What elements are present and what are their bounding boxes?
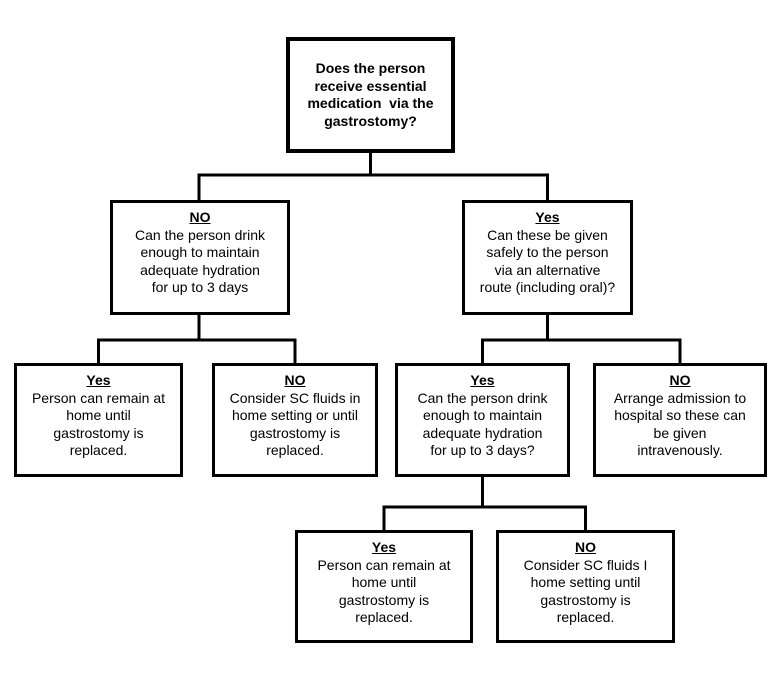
- node-no-sc-fluids-home-2: NO Consider SC fluids I home setting unt…: [496, 530, 675, 643]
- node-no-hydration-question-label: NO: [189, 209, 211, 225]
- node-yes-remain-home-2-text: Person can remain at home until gastrost…: [317, 556, 451, 626]
- node-root-medication-question: Does the person receive essential medica…: [286, 37, 455, 153]
- node-yes-remain-home-2: Yes Person can remain at home until gast…: [295, 530, 473, 643]
- node-yes-remain-home-2-label: Yes: [371, 539, 397, 555]
- connector-root-to-level2: [197, 150, 549, 200]
- connector-no-branch: [97, 313, 297, 363]
- node-yes-alternative-route-question: Yes Can these be given safely to the per…: [462, 200, 633, 315]
- node-yes-hydration-question-text: Can the person drink enough to maintain …: [417, 389, 548, 459]
- node-no-hospital-admission-text: Arrange admission to hospital so these c…: [613, 389, 747, 459]
- node-yes-remain-home-text: Person can remain at home until gastrost…: [31, 389, 166, 459]
- node-yes-alternative-route-question-text: Can these be given safely to the person …: [479, 226, 616, 296]
- node-no-sc-fluids-home: NO Consider SC fluids in home setting or…: [212, 363, 378, 477]
- node-no-sc-fluids-home-text: Consider SC fluids in home setting or un…: [229, 389, 361, 459]
- node-no-hospital-admission-label: NO: [669, 372, 691, 388]
- node-root-medication-question-text: Does the person receive essential medica…: [307, 60, 434, 129]
- node-yes-hydration-question-label: Yes: [470, 372, 495, 388]
- node-yes-alternative-route-question-label: Yes: [535, 209, 560, 225]
- node-no-hydration-question-text: Can the person drink enough to maintain …: [135, 226, 265, 296]
- connector-hydration-branch: [382, 475, 587, 530]
- node-no-sc-fluids-home-label: NO: [284, 372, 306, 388]
- node-no-sc-fluids-home-2-label: NO: [575, 539, 596, 555]
- node-yes-remain-home-label: Yes: [86, 372, 111, 388]
- node-no-sc-fluids-home-2-text: Consider SC fluids I home setting until …: [523, 556, 648, 626]
- node-no-hospital-admission: NO Arrange admission to hospital so thes…: [593, 363, 767, 477]
- connector-yes-branch: [481, 313, 682, 363]
- node-yes-hydration-question: Yes Can the person drink enough to maint…: [395, 363, 570, 477]
- node-no-hydration-question: NO Can the person drink enough to mainta…: [110, 200, 290, 315]
- node-yes-remain-home: Yes Person can remain at home until gast…: [14, 363, 183, 477]
